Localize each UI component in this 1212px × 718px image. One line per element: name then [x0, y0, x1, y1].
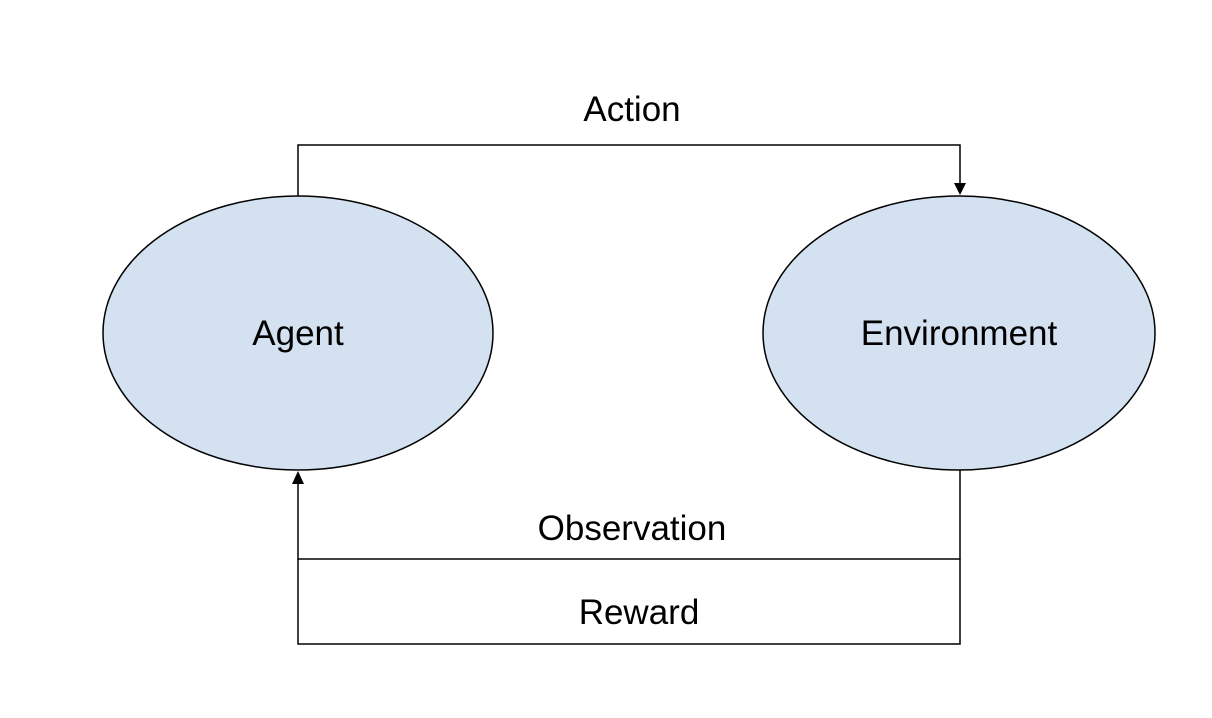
reward-connector: [297, 559, 961, 645]
reward-label: Reward: [579, 593, 700, 632]
agent-ellipse: [102, 195, 494, 471]
action-connector: [297, 144, 961, 196]
environment-node: Environment: [762, 195, 1156, 471]
observation-connector: [297, 470, 961, 560]
action-edge: Action: [297, 90, 966, 196]
agent-node: Agent: [102, 195, 494, 471]
environment-ellipse: [762, 195, 1156, 471]
observation-arrowhead-icon: [292, 471, 304, 484]
observation-label: Observation: [538, 509, 727, 548]
reward-edge: Reward: [297, 559, 961, 645]
agent-label: Agent: [252, 314, 344, 353]
action-arrowhead-icon: [954, 183, 966, 195]
action-label: Action: [583, 90, 680, 129]
environment-label: Environment: [861, 314, 1058, 353]
observation-edge: Observation: [292, 470, 961, 560]
